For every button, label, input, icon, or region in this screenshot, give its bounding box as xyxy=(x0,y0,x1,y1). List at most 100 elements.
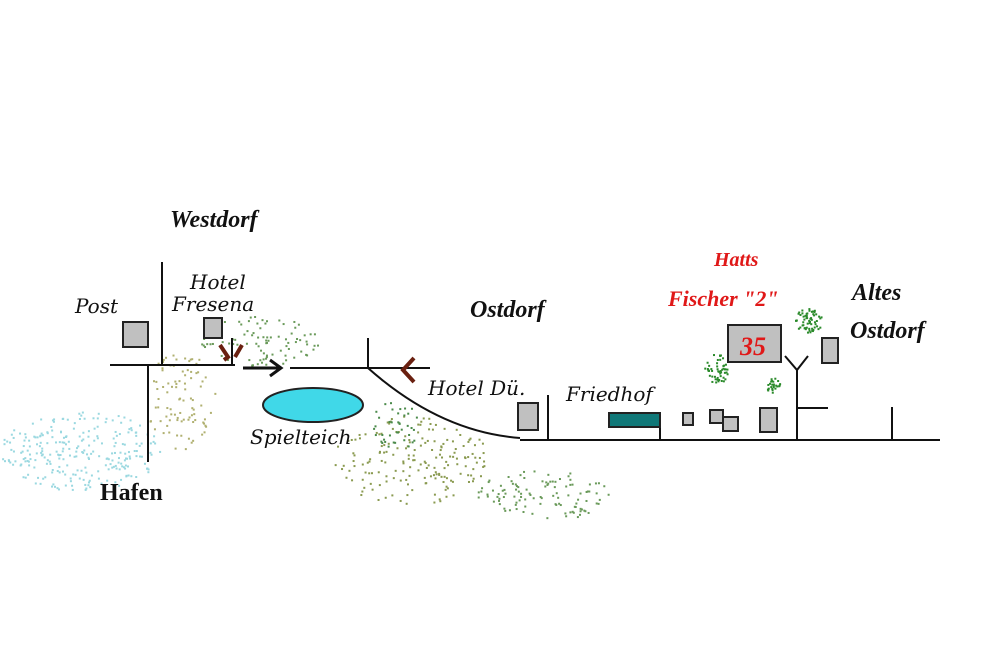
vegetation-dot xyxy=(810,318,813,321)
vegetation-dot xyxy=(515,501,518,504)
vegetation-dot xyxy=(770,380,773,383)
vegetation-dot xyxy=(56,487,59,490)
vegetation-dot xyxy=(447,464,450,467)
vegetation-dot xyxy=(431,428,434,431)
vegetation-dot xyxy=(267,339,270,342)
vegetation-dot xyxy=(708,364,711,367)
label-hotel-du: Hotel Dü. xyxy=(427,376,525,400)
vegetation-dot xyxy=(2,458,5,461)
vegetation-dot xyxy=(579,510,582,513)
vegetation-dot xyxy=(175,386,178,389)
vegetation-dot xyxy=(106,457,109,460)
vegetation-dot xyxy=(72,473,75,476)
vegetation-dot xyxy=(175,358,178,361)
vegetation-dot xyxy=(40,432,43,435)
vegetation-dot xyxy=(388,422,391,425)
vegetation-dot xyxy=(84,488,87,491)
vegetation-dot xyxy=(419,463,422,466)
vegetation-dot xyxy=(815,313,818,316)
vegetation-dot xyxy=(312,348,315,351)
vegetation-dot xyxy=(434,477,437,480)
vegetation-dot xyxy=(804,314,807,317)
vegetation-dot xyxy=(715,381,718,384)
vegetation-dot xyxy=(360,494,363,497)
vegetation-dot xyxy=(404,435,407,438)
vegetation-dot xyxy=(223,321,226,324)
vegetation-dot xyxy=(434,471,437,474)
vegetation-dot xyxy=(813,326,816,329)
vegetation-dot xyxy=(482,452,485,455)
vegetation-dot xyxy=(162,385,165,388)
vegetation-dot xyxy=(124,452,127,455)
vegetation-dot xyxy=(192,421,195,424)
vegetation-dot xyxy=(429,475,432,478)
vegetation-dot xyxy=(156,388,159,391)
vegetation-dot xyxy=(772,384,775,387)
vegetation-dot xyxy=(195,362,198,365)
vegetation-dot xyxy=(201,433,204,436)
vegetation-dot xyxy=(65,435,68,438)
vegetation-dot xyxy=(80,414,83,417)
vegetation-dot xyxy=(347,439,350,442)
vegetation-dot xyxy=(547,473,550,476)
vegetation-dot xyxy=(262,358,265,361)
vegetation-dot xyxy=(277,335,280,338)
vegetation-dot xyxy=(399,499,402,502)
vegetation-dot xyxy=(135,431,138,434)
vegetation-dot xyxy=(380,445,383,448)
vegetation-dot xyxy=(115,467,118,470)
vegetation-dot xyxy=(399,408,402,411)
vegetation-dot xyxy=(176,419,179,422)
vegetation-dot xyxy=(433,493,436,496)
vegetation-dot xyxy=(452,455,455,458)
vegetation-dot xyxy=(96,435,99,438)
vegetation-dot xyxy=(541,480,544,483)
vegetation-dot xyxy=(810,310,813,313)
vegetation-dot xyxy=(405,447,408,450)
vegetation-dot xyxy=(170,413,173,416)
vegetation-dot xyxy=(577,498,580,501)
vegetation-dot xyxy=(249,316,252,319)
vegetation-dot xyxy=(443,467,446,470)
vegetation-dot xyxy=(607,493,610,496)
vegetation-dot xyxy=(587,511,590,514)
vegetation-dot xyxy=(406,494,409,497)
vegetation-dot xyxy=(186,369,189,372)
vegetation-dot xyxy=(464,457,467,460)
vegetation-dot xyxy=(478,438,481,441)
vegetation-dot xyxy=(265,354,268,357)
vegetation-dot xyxy=(40,454,43,457)
vegetation-dot xyxy=(716,365,719,368)
vegetation-dot xyxy=(469,437,472,440)
vegetation-dot xyxy=(100,482,103,485)
vegetation-dot xyxy=(97,477,100,480)
vegetation-dot xyxy=(772,380,775,383)
vegetation-dot xyxy=(499,484,502,487)
vegetation-dot xyxy=(66,418,69,421)
vegetation-dot xyxy=(168,419,171,422)
vegetation-dot xyxy=(720,371,723,374)
vegetation-dot xyxy=(440,445,443,448)
vegetation-dot xyxy=(438,453,441,456)
vegetation-dot xyxy=(579,507,582,510)
vegetation-dot xyxy=(64,443,67,446)
vegetation-dot xyxy=(442,442,445,445)
vegetation-dot xyxy=(55,441,58,444)
vegetation-dot xyxy=(334,464,337,467)
vegetation-dot xyxy=(553,486,556,489)
vegetation-dot xyxy=(598,498,601,501)
vegetation-dot xyxy=(112,465,115,468)
vegetation-dot xyxy=(187,418,190,421)
vegetation-dot xyxy=(61,441,64,444)
vegetation-dot xyxy=(123,443,126,446)
vegetation-dot xyxy=(798,311,801,314)
vegetation-dot xyxy=(361,478,364,481)
vegetation-dot xyxy=(255,342,258,345)
vegetation-dot xyxy=(711,369,714,372)
vegetation-dot xyxy=(88,479,91,482)
vegetation-dot xyxy=(78,417,81,420)
vegetation-dot xyxy=(517,486,520,489)
label-spielteich: Spielteich xyxy=(250,425,351,449)
vegetation-dot xyxy=(12,450,15,453)
vegetation-dot xyxy=(251,364,254,367)
